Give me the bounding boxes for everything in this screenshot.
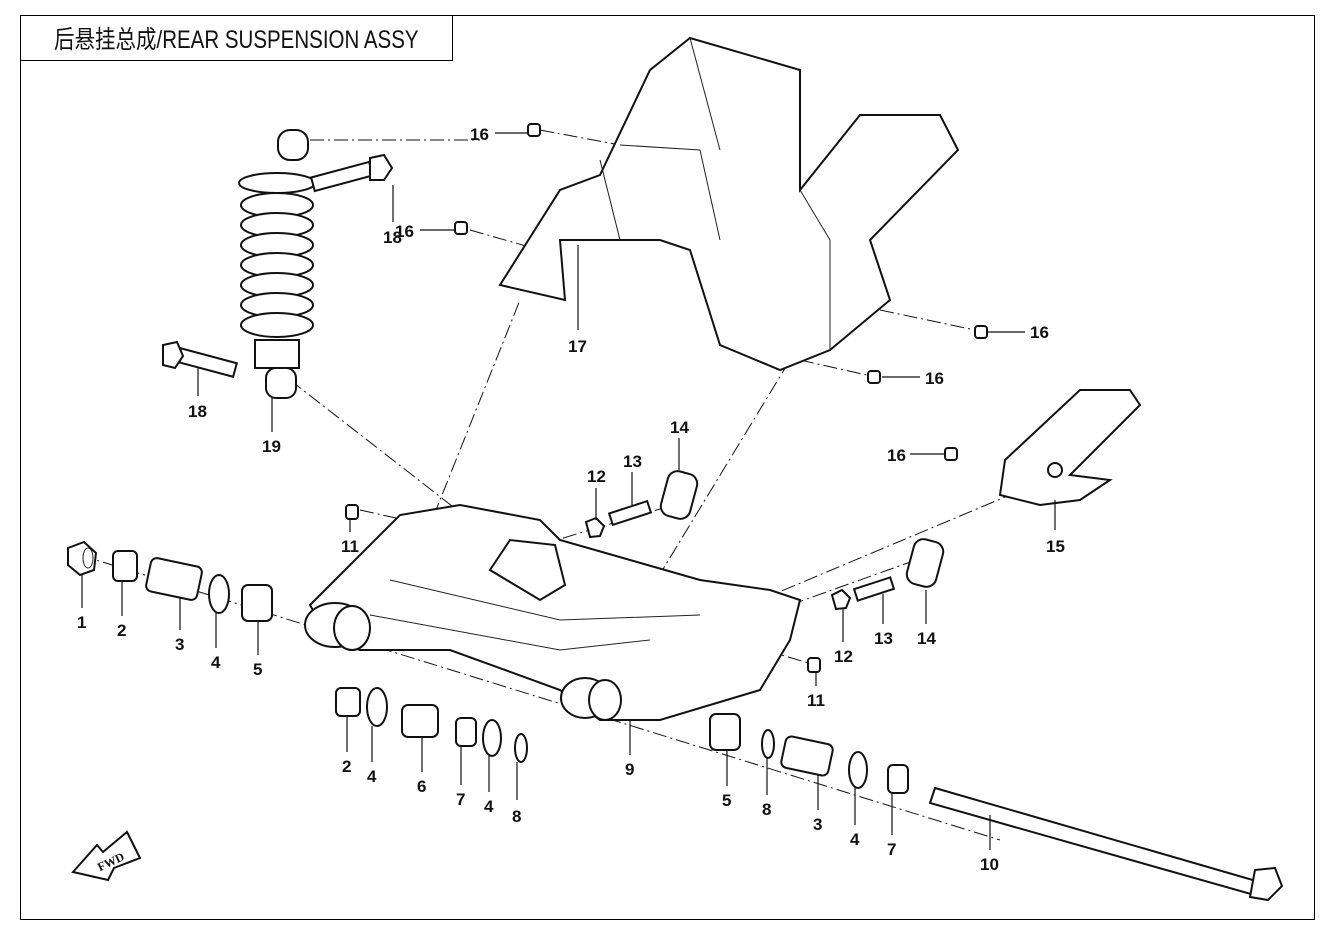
bolt-13b	[852, 576, 896, 602]
callout-11: 11	[341, 537, 359, 556]
callout-7: 7	[887, 840, 896, 859]
washer-8a	[514, 733, 528, 763]
callout-7: 7	[456, 790, 465, 809]
bolt-16d	[867, 370, 881, 384]
fwd-arrow-icon: FWD	[71, 830, 142, 882]
callout-16: 16	[887, 446, 906, 465]
callout-4: 4	[211, 653, 221, 672]
bolt-11a	[345, 504, 359, 520]
seal-4b	[366, 687, 388, 727]
callout-3: 3	[813, 815, 822, 834]
callout-9: 9	[625, 760, 634, 779]
shock-bolt-upper	[309, 153, 394, 193]
bolt-13a	[607, 499, 653, 527]
callout-17: 17	[568, 337, 587, 356]
seal-4c	[482, 719, 502, 757]
bearing-5a	[241, 584, 273, 622]
callout-13: 13	[874, 629, 893, 648]
callout-6: 6	[417, 777, 426, 796]
title-box: 后悬挂总成/REAR SUSPENSION ASSY	[20, 15, 453, 61]
bolt-16e	[944, 447, 958, 461]
seal-4a	[208, 574, 230, 614]
callout-1: 1	[77, 613, 86, 632]
nut-12a	[584, 516, 606, 539]
callout-15: 15	[1046, 537, 1065, 556]
callout-5: 5	[253, 660, 262, 679]
centerline-16a	[539, 129, 621, 146]
bearing-5b	[709, 713, 741, 751]
callout-12: 12	[587, 467, 606, 486]
page-title: 后悬挂总成/REAR SUSPENSION ASSY	[54, 26, 419, 54]
callout-18: 18	[188, 402, 207, 421]
bolt-16c	[974, 325, 988, 339]
swingarm	[304, 503, 802, 721]
nut-12b	[830, 588, 852, 611]
collar-3a	[145, 557, 203, 601]
callout-16: 16	[1030, 323, 1049, 342]
callout-2: 2	[342, 757, 351, 776]
callout-14: 14	[917, 629, 936, 648]
collar-7a	[455, 717, 477, 747]
callout-5: 5	[722, 791, 731, 810]
shock-bolt-lower	[162, 340, 238, 379]
shock-absorber	[238, 129, 316, 399]
spacer-6	[401, 704, 439, 738]
bolt-11b	[807, 657, 821, 673]
callout-11: 11	[807, 691, 825, 710]
callout-8: 8	[512, 807, 521, 826]
collar-3b	[780, 735, 834, 777]
adjuster-14a	[659, 470, 699, 520]
callout-2: 2	[117, 621, 126, 640]
callout-16: 16	[470, 125, 489, 144]
bolt-16a	[527, 123, 541, 137]
pivot-axle	[928, 786, 1284, 902]
seal-4d	[848, 751, 868, 789]
leader-lines	[81, 132, 1056, 850]
centerline-guard	[759, 494, 1011, 601]
washer-8b	[761, 729, 775, 759]
callout-3: 3	[175, 635, 184, 654]
centerline-adjuster-right	[789, 554, 931, 606]
chain-guard	[998, 389, 1142, 507]
callout-19: 19	[262, 437, 281, 456]
callout-4: 4	[367, 767, 377, 786]
drawing-frame	[20, 15, 1315, 920]
callout-12: 12	[834, 647, 853, 666]
callout-16: 16	[925, 369, 944, 388]
callout-4: 4	[484, 797, 494, 816]
callout-10: 10	[980, 855, 999, 874]
rear-fender	[498, 36, 960, 372]
callouts: 1 2 3 4 5 2 4 6 7 4 8 9 5 8 3 4 7 10 11 …	[77, 125, 1065, 874]
collar-7b	[887, 764, 909, 794]
centerline-16d	[799, 359, 881, 379]
bolt-16b	[454, 221, 468, 235]
bushing-2b	[335, 687, 361, 717]
bushing-2a	[112, 550, 138, 582]
adjuster-14b	[905, 538, 945, 588]
callout-13: 13	[623, 452, 642, 471]
callout-14: 14	[670, 418, 689, 437]
callout-16: 16	[395, 222, 414, 241]
centerline-16c	[879, 309, 976, 331]
flange-nut	[67, 540, 98, 577]
centerline-front-axle	[79, 554, 1001, 841]
centerline-shock-bottom	[289, 379, 471, 521]
centerline-fender-left	[379, 299, 521, 651]
callout-18: 18	[383, 228, 402, 247]
callout-8: 8	[762, 800, 771, 819]
callout-4: 4	[850, 830, 860, 849]
